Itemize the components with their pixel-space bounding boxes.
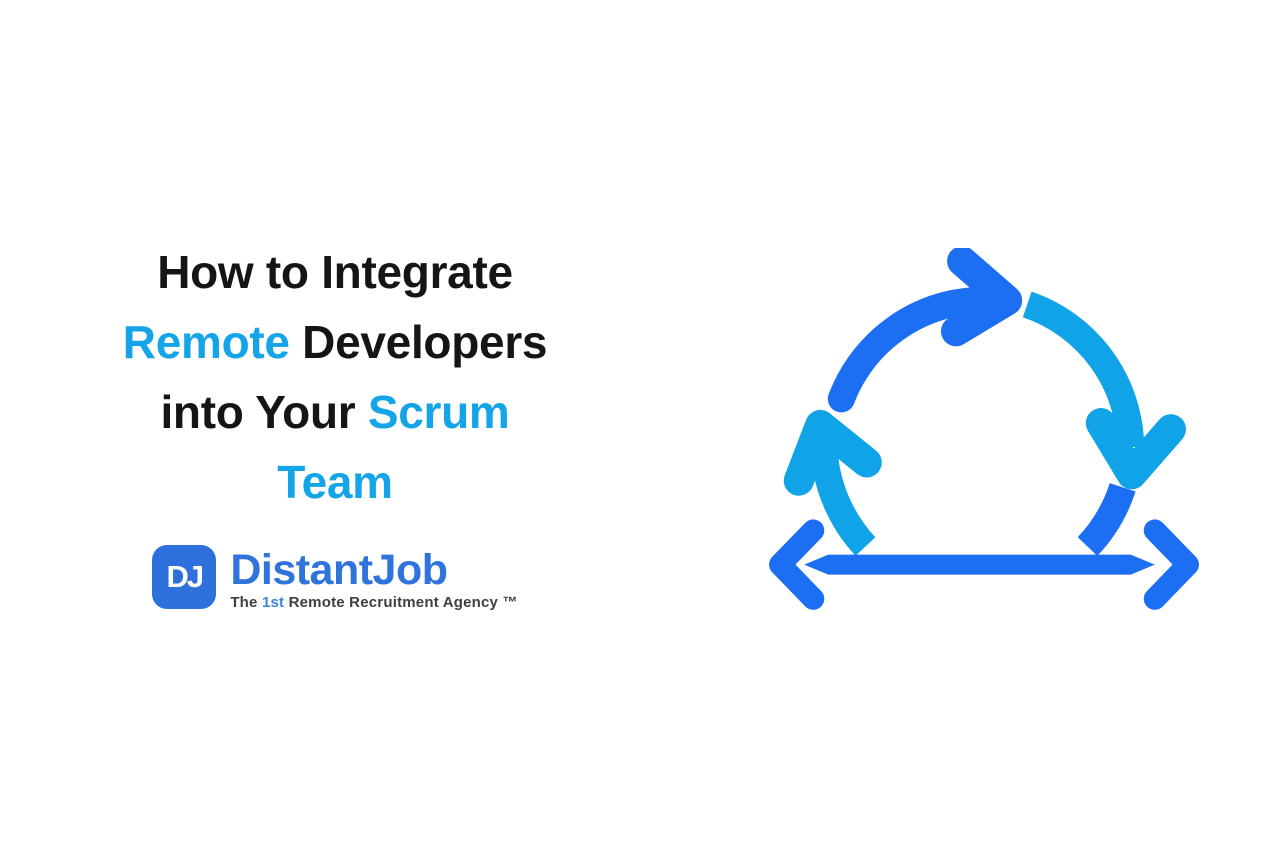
distantjob-logo: DJ DistantJob The 1st Remote Recruitment… (79, 545, 591, 611)
headline-line-1: How to Integrate (79, 237, 591, 307)
page-title: How to Integrate Remote Developers into … (79, 237, 591, 517)
dj-logo-icon: DJ (152, 545, 217, 609)
cycle-bottom-right-arc (1077, 482, 1136, 556)
tagline-rest: Remote Recruitment Agency ™ (284, 594, 518, 611)
dj-logo-monogram: DJ (166, 559, 204, 594)
cycle-arrow-east-icon (940, 248, 1023, 347)
headline-accent-team: Team (277, 456, 393, 508)
timeline-chevron-left-icon (769, 519, 825, 610)
headline-text: into Your (160, 386, 368, 438)
logo-text-column: DistantJob The 1st Remote Recruitment Ag… (230, 545, 517, 612)
timeline-chevron-right-icon (1143, 519, 1199, 610)
logo-tagline: The 1st Remote Recruitment Agency ™ (230, 594, 517, 611)
headline-accent-remote: Remote (122, 316, 290, 368)
cycle-top-arc (827, 286, 1005, 413)
cycle-arrow-up-icon (783, 409, 882, 496)
headline-line-2: Remote Developers (79, 307, 591, 377)
headline-accent-scrum: Scrum (367, 386, 510, 438)
headline-text: How to Integrate (157, 246, 513, 298)
timeline-bar (804, 554, 1155, 575)
logo-wordmark: DistantJob (230, 546, 448, 594)
tagline-accent: 1st (261, 594, 285, 611)
headline-line-4: Team (79, 447, 591, 517)
tagline-pre: The (230, 594, 262, 611)
headline-text: Developers (289, 316, 548, 368)
cycle-arrow-down-icon (1085, 408, 1186, 490)
scrum-sprint-cycle-icon (769, 248, 1199, 610)
headline-line-3: into Your Scrum (79, 377, 591, 447)
cycle-right-arc (1022, 291, 1145, 448)
